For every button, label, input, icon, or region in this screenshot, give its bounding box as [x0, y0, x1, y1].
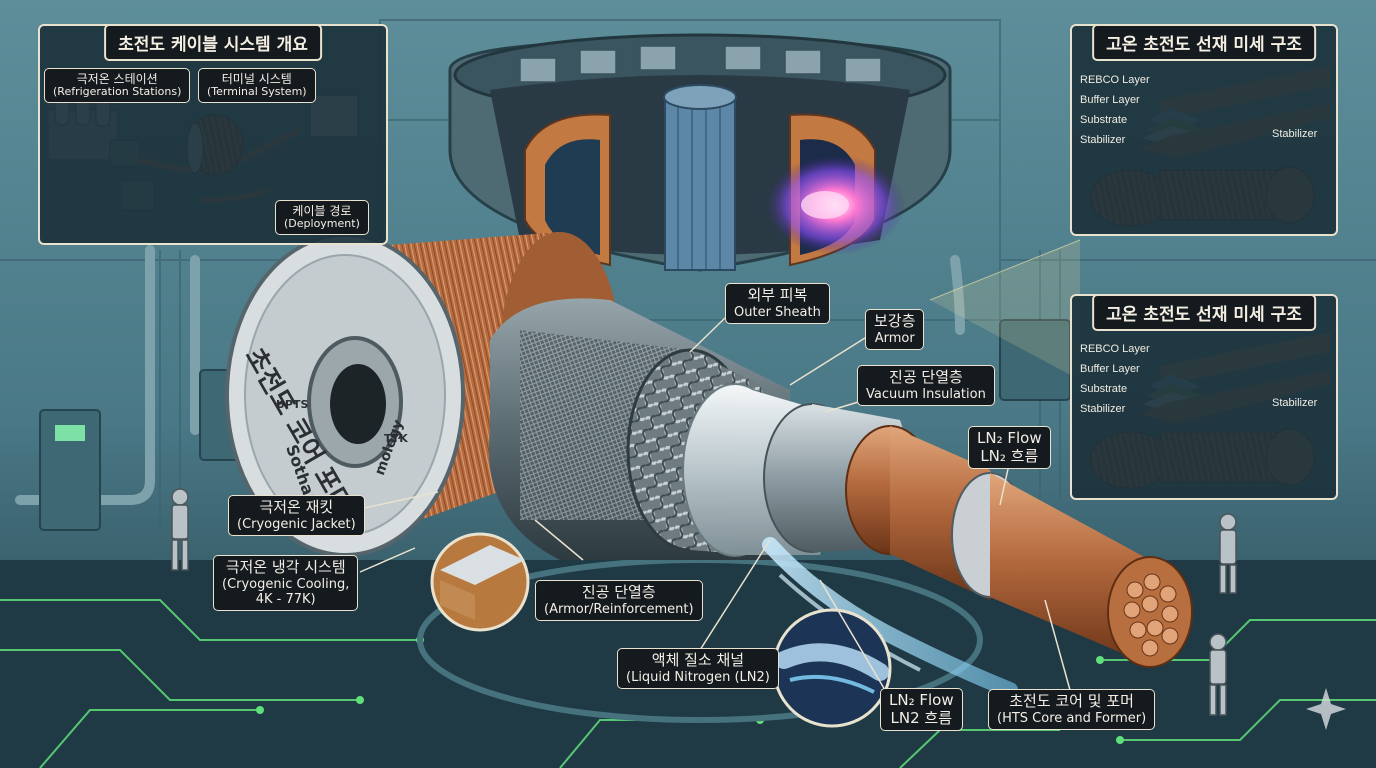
cable-cross-section: [488, 298, 1193, 698]
robot-figure: [171, 488, 1237, 716]
outer-sheath-label: 외부 피복 Outer Sheath: [725, 283, 830, 325]
substrate-label: Substrate: [1080, 114, 1128, 126]
buffer-layer-label: Buffer Layer: [1080, 94, 1140, 106]
liquid-nitrogen-channel-label: 액체 질소 채널 (Liquid Nitrogen (LN2): [617, 648, 779, 690]
hts-core-label: 초전도 코어 및 포머 (HTS Core and Former): [988, 689, 1156, 731]
substrate-label: Substrate: [1080, 383, 1128, 395]
microstructure-panel-bottom: 고온 초전도 선재 미세 구조: [1070, 294, 1338, 500]
stabilizer-right-label: Stabilizer: [1272, 128, 1318, 140]
terminal-system-label: 터미널 시스템 (Terminal System): [198, 68, 316, 104]
cryogenic-jacket-label: 극저온 재킷 (Cryogenic Jacket): [228, 495, 365, 537]
armor-label: 보강층 Armor: [865, 309, 925, 351]
microstructure-panel-top: 고온 초전도 선재 미세 구조: [1070, 24, 1338, 236]
rebco-layer-label: REBCO Layer: [1080, 74, 1150, 86]
ln2-flow-top-label: LN₂ Flow LN₂ 흐름: [968, 426, 1051, 470]
vacuum-insulation-label: 진공 단열층 Vacuum Insulation: [857, 365, 995, 407]
spool-mark-right: TTK: [384, 432, 408, 445]
rebco-layer-label: REBCO Layer: [1080, 343, 1150, 355]
ln2-flow-bottom-label: LN₂ Flow LN2 흐름: [880, 688, 963, 732]
spool-mark-left: UPTS: [276, 398, 309, 411]
ln2-channel-inset: [772, 608, 892, 728]
stabilizer-label: Stabilizer: [1080, 403, 1126, 415]
microstructure-title-top: 고온 초전도 선재 미세 구조: [1092, 24, 1316, 61]
sparkle-icon: [1306, 688, 1346, 730]
refrigeration-stations-label: 극저온 스테이션 (Refrigeration Stations): [44, 68, 191, 104]
buffer-layer-label: Buffer Layer: [1080, 363, 1140, 375]
armor-detail-inset: [430, 532, 530, 632]
armor-reinforcement-label: 진공 단열층 (Armor/Reinforcement): [535, 580, 703, 622]
stabilizer-right-label: Stabilizer: [1272, 397, 1318, 409]
microstructure-title-bottom: 고온 초전도 선재 미세 구조: [1092, 294, 1316, 331]
overview-title: 초전도 케이블 시스템 개요: [104, 24, 322, 61]
stabilizer-label: Stabilizer: [1080, 134, 1126, 146]
tokamak-reactor: [448, 33, 952, 272]
cryogenic-cooling-label: 극저온 냉각 시스템 (Cryogenic Cooling, 4K - 77K): [213, 555, 359, 612]
cable-route-label: 케이블 경로 (Deployment): [275, 200, 369, 236]
